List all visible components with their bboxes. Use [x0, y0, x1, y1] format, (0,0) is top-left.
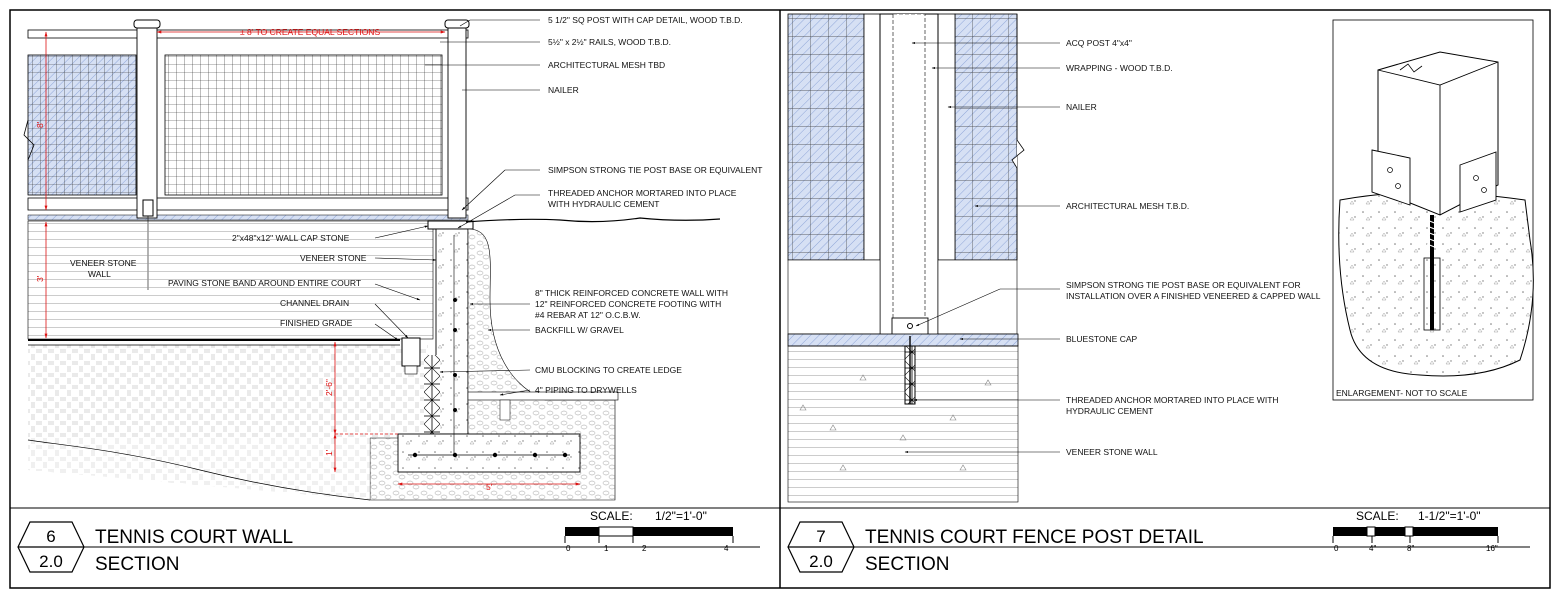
detail-number: 6	[46, 527, 55, 546]
scale-tick: 1	[604, 544, 609, 553]
detail-number: 7	[816, 527, 825, 546]
callout-bluestone: BLUESTONE CAP	[1066, 334, 1138, 344]
detail-title: TENNIS COURT FENCE POST DETAIL	[865, 527, 1204, 548]
callout-simpson: SIMPSON STRONG TIE POST BASE OR EQUIVALE…	[548, 165, 762, 175]
fence-post	[136, 25, 158, 219]
callout-simpson-2: INSTALLATION OVER A FINISHED VENEERED & …	[1066, 291, 1321, 301]
bottom-rail	[27, 197, 469, 211]
left-panel-drawing	[23, 19, 721, 501]
callout-wrapping: WRAPPING - WOOD T.B.D.	[1066, 63, 1173, 73]
callout-simpson: SIMPSON STRONG TIE POST BASE OR EQUIVALE…	[1066, 280, 1301, 290]
callout-cap-stone: 2"x48"x12" WALL CAP STONE	[232, 233, 350, 243]
callout-nailer: NAILER	[548, 85, 579, 95]
right-panel-drawing	[787, 13, 1025, 503]
right-leaders	[904, 41, 1060, 454]
callout-veneer-wall: VENEER STONE	[70, 258, 137, 268]
left-leaders	[374, 19, 540, 396]
callout-rebar: #4 REBAR AT 12" O.C.B.W.	[535, 310, 641, 320]
dim-footing-depth: 2'-6"	[324, 379, 334, 396]
scale-tick: 4"	[1369, 544, 1376, 553]
scale-tick: 4	[724, 544, 729, 553]
enlargement-box	[1332, 19, 1534, 401]
callout-post: 5 1/2" SQ POST WITH CAP DETAIL, WOOD T.B…	[548, 15, 743, 25]
bluestone-cap	[787, 333, 1019, 347]
detail-subtitle: SECTION	[865, 554, 949, 575]
scale-tick: 0	[1334, 544, 1339, 553]
callout-rails: 5½" x 2½" RAILS, WOOD T.B.D.	[548, 37, 671, 47]
dim-fence-height: 8'	[35, 121, 45, 128]
callout-backfill: BACKFILL W/ GRAVEL	[535, 325, 624, 335]
callout-anchor: THREADED ANCHOR MORTARED INTO PLACE	[548, 188, 737, 198]
dim-wall-height: 3'	[35, 275, 45, 282]
dim-footing-width: 5'	[486, 482, 493, 492]
cmu-blocking	[424, 355, 440, 435]
sheet-number: 2.0	[809, 552, 833, 571]
callout-anchor: THREADED ANCHOR MORTARED INTO PLACE WITH	[1066, 395, 1279, 405]
concrete-wall	[435, 228, 469, 435]
acq-post	[892, 13, 926, 345]
scale-label: SCALE:	[1356, 509, 1399, 523]
fence-post	[447, 25, 467, 219]
scale-tick: 8"	[1407, 544, 1414, 553]
veneer-wall	[787, 345, 1019, 503]
callout-mesh: ARCHITECTURAL MESH T.B.D.	[1066, 201, 1189, 211]
sheet-number: 2.0	[39, 552, 63, 571]
channel-drain	[401, 337, 421, 367]
callout-veneer-wall-2: WALL	[88, 269, 111, 279]
graphic-scale-bar	[1332, 526, 1499, 543]
post-base	[891, 317, 929, 337]
concrete-footing	[397, 433, 581, 473]
left-dimensions	[44, 30, 581, 486]
callout-channel-drain: CHANNEL DRAIN	[280, 298, 349, 308]
callout-cmu: CMU BLOCKING TO CREATE LEDGE	[535, 365, 682, 375]
dim-footing-thickness: 1'	[324, 449, 334, 456]
right-title-block: 7 2.0 TENNIS COURT FENCE POST DETAIL SEC…	[780, 507, 1550, 575]
paving-base	[28, 345, 428, 437]
left-title-block: 6 2.0 TENNIS COURT WALL SECTION SCALE: 1…	[10, 507, 780, 575]
graphic-scale-bar	[564, 526, 734, 543]
top-rail	[27, 29, 469, 39]
scale-label: SCALE:	[590, 509, 633, 523]
callout-acq-post: ACQ POST 4"x4"	[1066, 38, 1132, 48]
scale-value: 1-1/2"=1'-0"	[1418, 509, 1481, 523]
callout-veneer: VENEER STONE	[300, 253, 367, 263]
detail-subtitle: SECTION	[95, 554, 179, 575]
callout-finished-grade: FINISHED GRADE	[280, 318, 353, 328]
callout-mesh: ARCHITECTURAL MESH TBD	[548, 60, 665, 70]
callout-footing-spec: 12" REINFORCED CONCRETE FOOTING WITH	[535, 299, 721, 309]
callout-nailer: NAILER	[1066, 102, 1097, 112]
callout-anchor-2: WITH HYDRAULIC CEMENT	[548, 199, 659, 209]
detail-title: TENNIS COURT WALL	[95, 527, 293, 548]
scale-tick: 0	[566, 544, 571, 553]
callout-piping: 4" PIPING TO DRYWELLS	[535, 385, 637, 395]
scale-tick: 2	[642, 544, 647, 553]
concrete-base	[1338, 192, 1534, 377]
scale-tick: 16"	[1486, 544, 1498, 553]
scale-value: 1/2"=1'-0"	[655, 509, 707, 523]
main-mesh-panel	[164, 54, 443, 196]
dim-sections: ± 8' TO CREATE EQUAL SECTIONS	[240, 27, 380, 37]
enlargement-label: ENLARGEMENT- NOT TO SCALE	[1336, 388, 1468, 398]
callout-anchor-2: HYDRAULIC CEMENT	[1066, 406, 1153, 416]
callout-wall-spec: 8" THICK REINFORCED CONCRETE WALL WITH	[535, 288, 728, 298]
callout-paving: PAVING STONE BAND AROUND ENTIRE COURT	[168, 278, 361, 288]
veneer-stone-wall	[27, 220, 434, 340]
callout-veneer-wall: VENEER STONE WALL	[1066, 447, 1158, 457]
